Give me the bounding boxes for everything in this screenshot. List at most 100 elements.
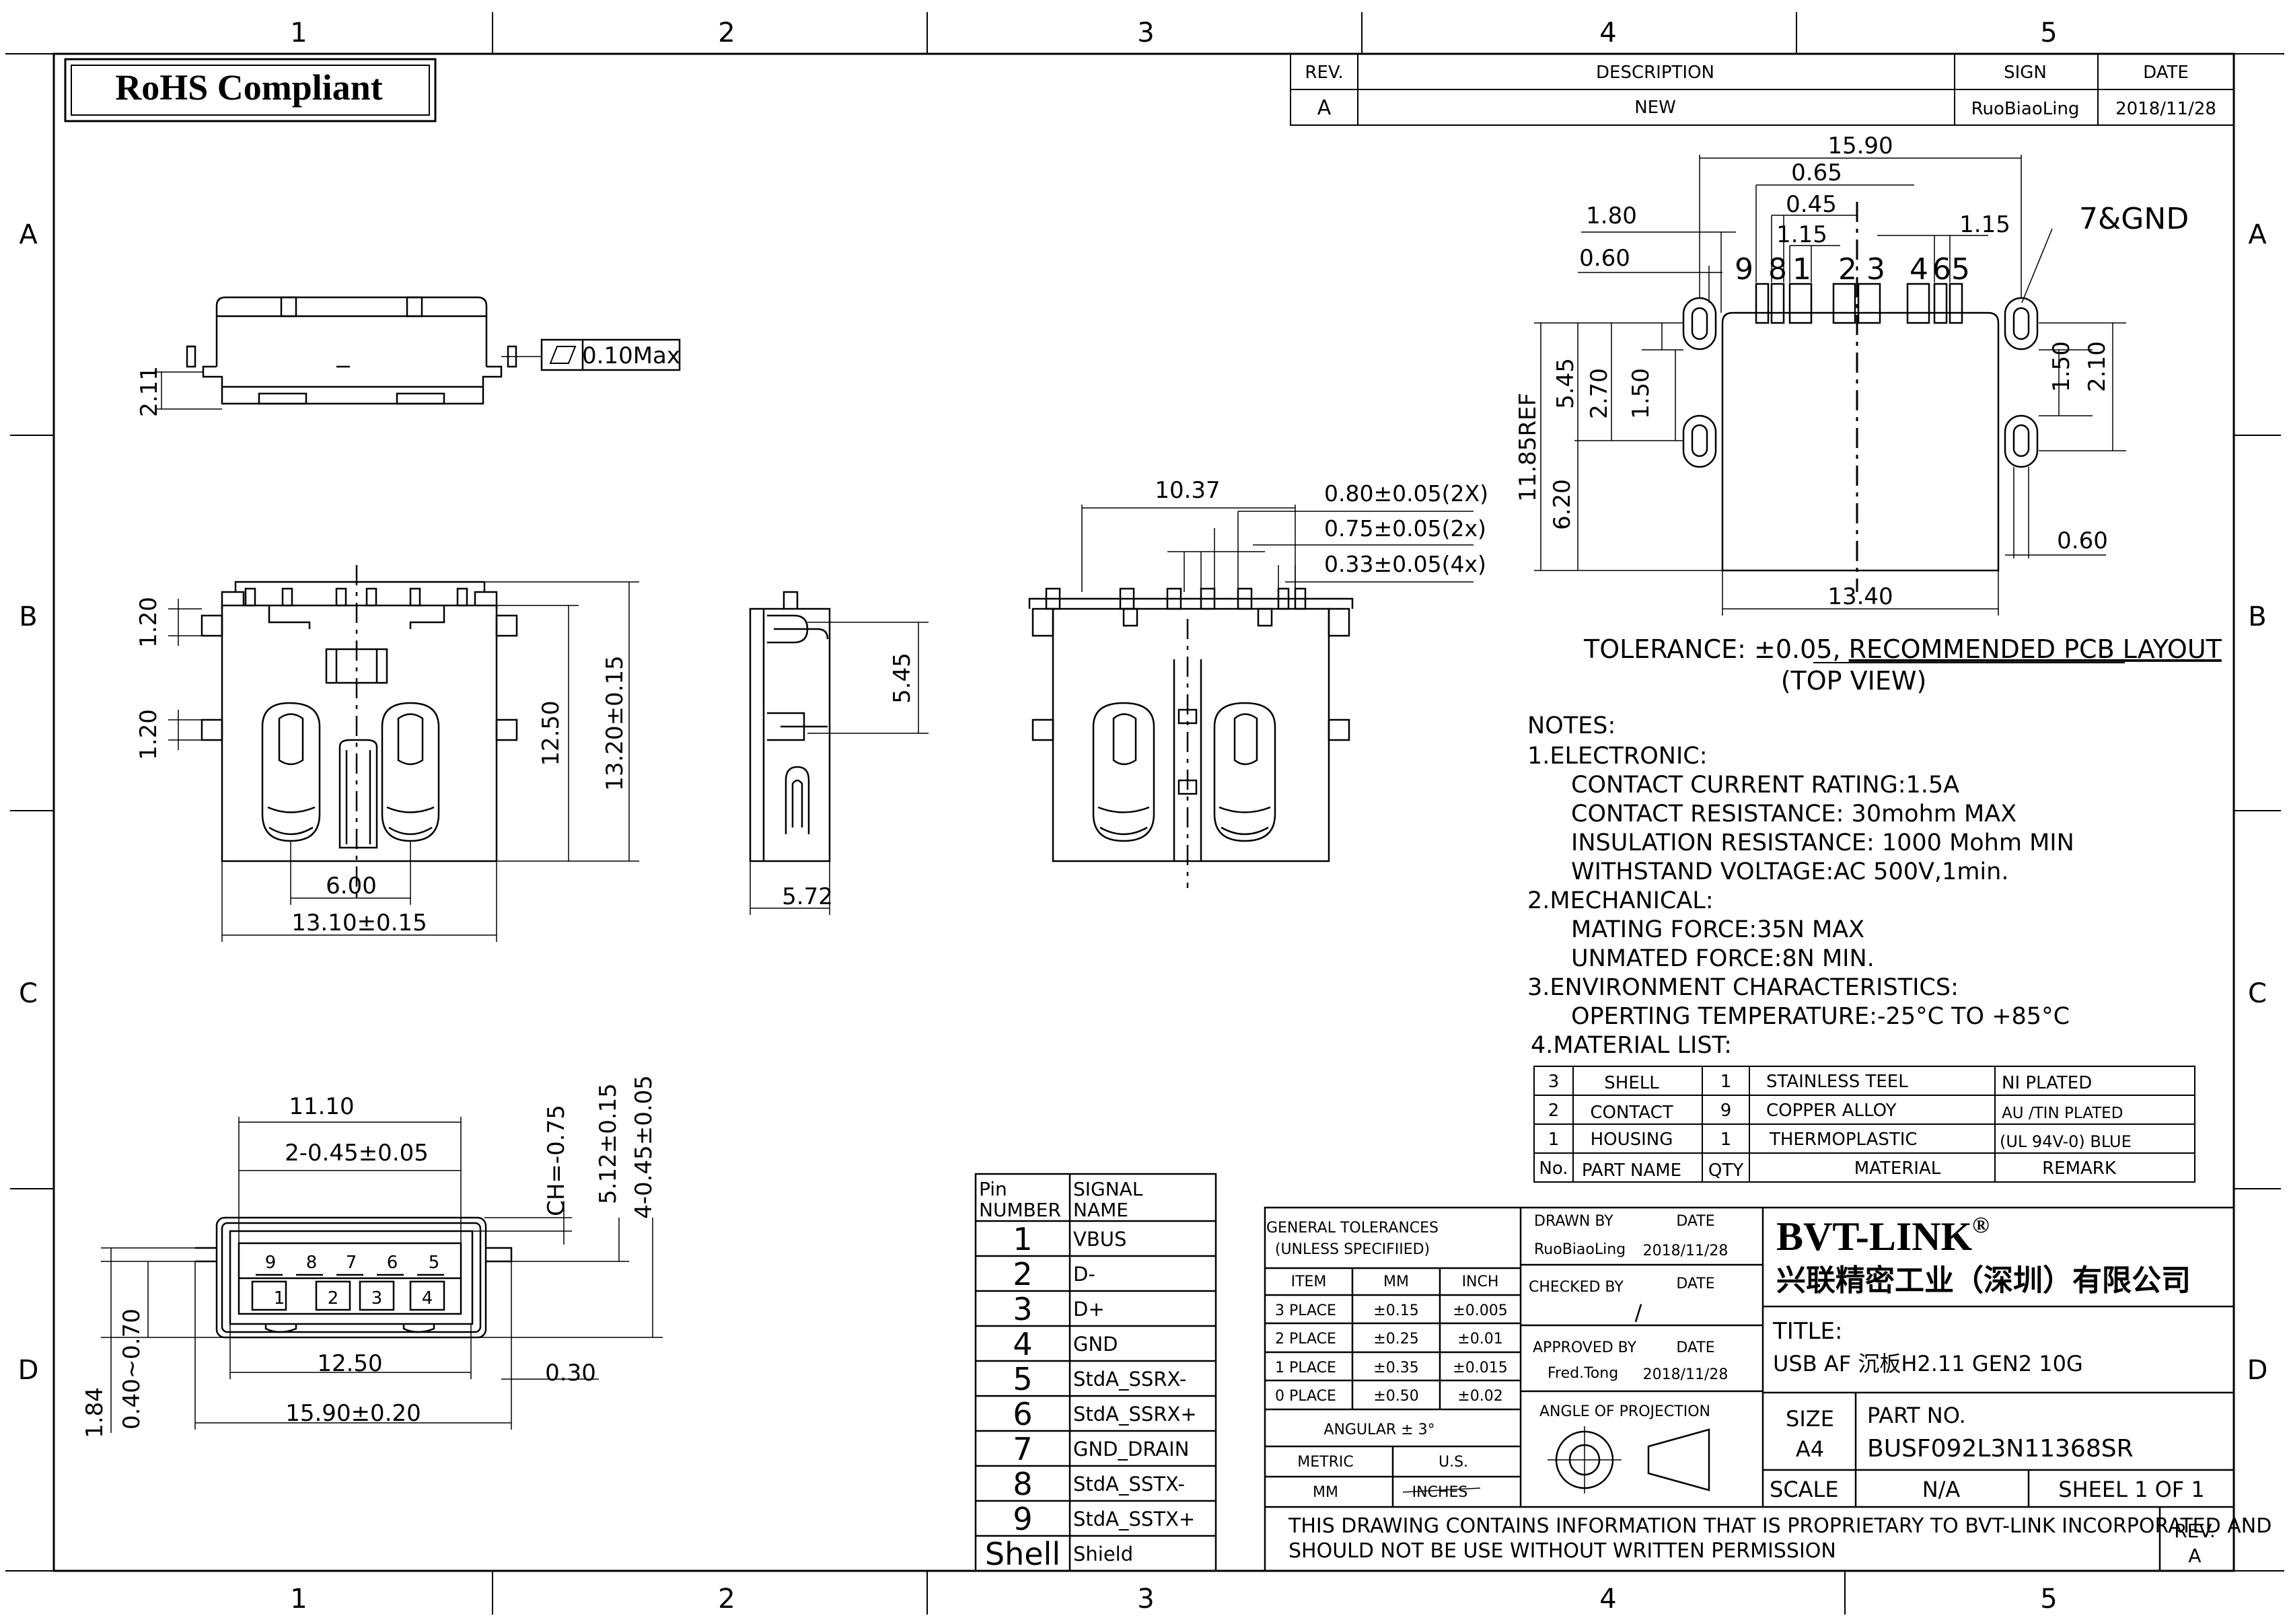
pin-header-signal: SIGNAL <box>1073 1178 1143 1200</box>
dim-bot-1590: 15.90±0.20 <box>285 1400 421 1427</box>
rev-header-rev: REV. <box>1305 63 1343 83</box>
pin-header-name: NAME <box>1073 1199 1128 1221</box>
dim-back-1037: 10.37 <box>1155 477 1220 504</box>
col-label-5-top: 5 <box>2040 17 2057 48</box>
col-label-1-top: 1 <box>290 17 307 48</box>
tb-tol-h-mm: MM <box>1383 1274 1409 1290</box>
dim-pcb-270: 2.70 <box>1586 368 1613 419</box>
rohs-text: RoHS Compliant <box>115 67 383 108</box>
dim-pcb-060a: 0.60 <box>1579 245 1630 272</box>
mat-r1-qty: 1 <box>1720 1072 1732 1092</box>
pcb-pin-5: 5 <box>1951 252 1970 287</box>
col-label-3-top: 3 <box>1137 17 1154 48</box>
frame-labels: 1 2 3 4 5 1 2 3 4 5 A B C D A B C D <box>18 17 2268 1615</box>
row-label-d-left: D <box>18 1355 39 1386</box>
dim-front-600: 6.00 <box>326 873 377 899</box>
tb-tol-r4-item: 0 PLACE <box>1275 1388 1336 1405</box>
dim-front-120-top: 1.20 <box>135 597 162 648</box>
pin-num-8: 8 <box>1013 1466 1032 1502</box>
dim-pcb-045: 0.45 <box>1786 191 1837 218</box>
rev-value-sign: RuoBiaoLing <box>1971 99 2080 119</box>
dim-front-1250: 12.50 <box>538 700 565 766</box>
pin-num-7: 7 <box>1013 1431 1032 1467</box>
tb-general-tol-1: GENERAL TOLERANCES <box>1266 1220 1439 1237</box>
tb-checked-by: CHECKED BY <box>1529 1279 1624 1296</box>
pin-num-3: 3 <box>1013 1291 1032 1327</box>
note-1c: INSULATION RESISTANCE: 1000 Mohm MIN <box>1571 829 2074 856</box>
pin-sig-4: GND <box>1073 1333 1118 1356</box>
dim-pcb-150b: 1.50 <box>2048 341 2075 392</box>
mat-r2-qty: 9 <box>1720 1101 1732 1121</box>
tb-tol-r3-item: 1 PLACE <box>1275 1360 1336 1376</box>
tb-tol-h-inch: INCH <box>1462 1274 1499 1290</box>
pin-num-9: 9 <box>1013 1501 1032 1537</box>
dim-bot-040: 0.40~0.70 <box>118 1308 145 1430</box>
row-label-a-left: A <box>19 219 38 250</box>
pcb-dims: 15.90 0.65 0.45 1.80 1.15 1.15 0.60 7&GN… <box>1515 133 2189 610</box>
tb-tol-r2-inch: ±0.01 <box>1457 1331 1502 1348</box>
bottom-pin-9: 9 <box>265 1253 277 1273</box>
mat-r1-material: STAINLESS TEEL <box>1766 1072 1908 1092</box>
bottom-pin-3: 3 <box>371 1288 383 1308</box>
note-1: 1.ELECTRONIC: <box>1527 743 1708 770</box>
col-label-5-bottom: 5 <box>2040 1584 2057 1615</box>
tb-drawn-by: DRAWN BY <box>1534 1213 1613 1230</box>
profile-view-dims: 5.45 5.72 <box>782 653 916 910</box>
tb-tol-r3-inch: ±0.015 <box>1453 1360 1507 1376</box>
tb-approved-date-label: DATE <box>1676 1339 1714 1356</box>
tolerance-sub: (TOP VIEW) <box>1781 666 1927 696</box>
pcb-pin-8: 8 <box>1768 252 1787 287</box>
dim-bot-ch: CH=-0.75 <box>543 1105 570 1216</box>
note-2a: MATING FORCE:35N MAX <box>1571 916 1864 943</box>
mat-r2-material: COPPER ALLOY <box>1766 1101 1897 1121</box>
pin-header-number: NUMBER <box>979 1199 1061 1221</box>
note-3: 3.ENVIRONMENT CHARACTERISTICS: <box>1527 974 1959 1001</box>
note-1b: CONTACT RESISTANCE: 30mohm MAX <box>1571 801 2016 827</box>
dim-pcb-7gnd: 7&GND <box>2079 202 2189 236</box>
row-label-c-right: C <box>2248 978 2267 1009</box>
tb-sheet: SHEEL 1 OF 1 <box>2058 1477 2204 1502</box>
pin-sig-8: StdA_SSTX- <box>1073 1473 1185 1496</box>
row-label-c-left: C <box>19 978 38 1009</box>
title-block: GENERAL TOLERANCES (UNLESS SPECIFIIED) I… <box>1264 1206 2272 1572</box>
tb-checked-name: / <box>1635 1300 1642 1325</box>
dim-pcb-1590: 15.90 <box>1827 133 1893 159</box>
tb-general-tol-2: (UNLESS SPECIFIIED) <box>1275 1241 1430 1258</box>
tb-rev-label: REV. <box>2174 1520 2216 1542</box>
tb-angular: ANGULAR ± 3° <box>1323 1422 1434 1438</box>
tb-company: BVT-LINK® <box>1776 1213 1990 1259</box>
rev-value-description: NEW <box>1634 98 1676 118</box>
tb-us: U.S. <box>1439 1454 1468 1471</box>
dim-pcb-115a: 1.15 <box>1776 221 1827 248</box>
tb-company-cn: 兴联精密工业（深圳）有限公司 <box>1776 1263 2191 1298</box>
profile-view <box>749 591 929 915</box>
tb-title-value: USB AF 沉板H2.11 GEN2 10G <box>1773 1351 2083 1376</box>
dim-front-120-mid: 1.20 <box>135 709 162 760</box>
col-label-2-top: 2 <box>718 17 735 48</box>
pin-sig-5: StdA_SSRX- <box>1073 1368 1186 1391</box>
tb-part-label: PART NO. <box>1867 1403 1966 1428</box>
tb-size-value: A4 <box>1796 1436 1824 1462</box>
rohs-badge: RoHS Compliant <box>64 58 437 122</box>
registered-mark-icon: ® <box>1972 1213 1989 1238</box>
tb-tol-r3-mm: ±0.35 <box>1373 1360 1418 1376</box>
mat-r1-no: 3 <box>1548 1072 1560 1092</box>
front-view-dims: 1.20 1.20 12.50 13.20±0.15 6.00 13.10±0.… <box>135 597 628 936</box>
mat-r3-remark: (UL 94V-0) BLUE <box>2000 1132 2132 1151</box>
rev-value-rev: A <box>1317 96 1332 120</box>
pcb-layout <box>1534 155 2126 616</box>
pcb-pin-labels: 9 8 1 2 3 4 6 5 <box>1735 252 1970 287</box>
dim-flatness: 0.10Max <box>582 342 680 369</box>
tb-drawn-date-label: DATE <box>1676 1213 1714 1230</box>
pin-table: Pin NUMBER SIGNAL NAME 1 2 3 4 5 6 7 8 9… <box>974 1173 1217 1572</box>
dim-front-1310: 13.10±0.15 <box>291 910 427 936</box>
dim-bot-1110: 11.10 <box>289 1093 354 1120</box>
tb-title-label: TITLE: <box>1772 1318 1842 1345</box>
note-3a: OPERTING TEMPERATURE:-25°C TO +85°C <box>1571 1003 2070 1030</box>
mat-r3-qty: 1 <box>1720 1130 1732 1150</box>
tb-scale-value: N/A <box>1922 1477 1961 1502</box>
tb-company-name: BVT-LINK <box>1776 1214 1973 1259</box>
mat-header-no: No. <box>1539 1158 1568 1179</box>
pcb-pin-2: 2 <box>1838 252 1857 287</box>
